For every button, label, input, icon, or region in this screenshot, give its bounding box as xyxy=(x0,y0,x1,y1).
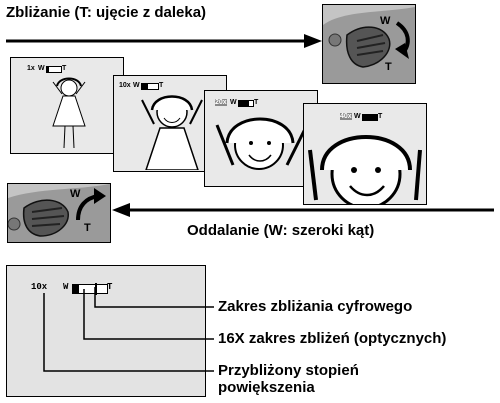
frame-wide-label: W xyxy=(230,99,237,106)
zoom-lever-illustration xyxy=(323,5,415,83)
viewfinder-frame-3: 20x W T xyxy=(204,90,318,187)
zoom-out-arrow xyxy=(112,203,494,217)
zoom-in-arrow xyxy=(6,34,322,48)
frame-tele-label: T xyxy=(159,82,164,89)
zoom-lever-top: W T xyxy=(322,4,416,84)
indicator-zoom-label: 10x xyxy=(31,282,48,292)
frame-wide-label: W xyxy=(133,82,140,89)
lever-wide-label: W xyxy=(380,15,391,27)
frame-tele-label: T xyxy=(378,113,383,120)
indicator-wide-label: W xyxy=(63,282,69,292)
frame-zoom-bar xyxy=(46,66,62,73)
optical-zoom-range-label: 16X zakres zbliżeń (optycznych) xyxy=(218,330,447,347)
girl-figure-medium xyxy=(141,95,203,170)
zoom-lever-illustration xyxy=(8,184,110,242)
frame-wide-label: W xyxy=(354,113,361,120)
girl-figure-small xyxy=(52,77,86,149)
digital-zoom-range-label: Zakres zbliżania cyfrowego xyxy=(218,298,413,315)
frame-zoom-bar xyxy=(141,83,159,90)
lever-tele-label: T xyxy=(385,61,392,73)
lever-tele-label: T xyxy=(84,222,91,234)
zoom-lever-bottom: W T xyxy=(7,183,111,243)
frame-wide-label: W xyxy=(38,65,45,72)
approx-magnification-label-line2: powiększenia xyxy=(218,379,315,396)
frame-zoom-bar xyxy=(362,114,378,121)
indicator-tele-label: T xyxy=(107,282,113,292)
lever-wide-label: W xyxy=(70,188,81,200)
zoom-out-caption: Oddalanie (W: szeroki kąt) xyxy=(187,222,375,239)
frame-zoom-label: 1x xyxy=(27,65,35,72)
frame-zoom-bar xyxy=(238,100,254,107)
approx-magnification-label-line1: Przybliżony stopień xyxy=(218,362,359,379)
frame-zoom-label: 20x xyxy=(215,99,227,106)
girl-figure-closeup xyxy=(308,135,422,204)
zoom-indicator-panel: 10x W T xyxy=(6,265,206,397)
frame-zoom-label: 10x xyxy=(119,82,131,89)
frame-tele-label: T xyxy=(62,65,67,72)
zoom-in-caption: Zbliżanie (T: ujęcie z daleka) xyxy=(6,4,207,21)
girl-figure-large xyxy=(215,117,309,170)
frame-tele-label: T xyxy=(254,99,259,106)
indicator-zoom-fill xyxy=(73,285,79,293)
viewfinder-frame-1: 1x W T xyxy=(10,57,124,154)
frame-zoom-label: 40x xyxy=(340,113,352,120)
viewfinder-frame-4: 40x W T xyxy=(303,103,427,205)
